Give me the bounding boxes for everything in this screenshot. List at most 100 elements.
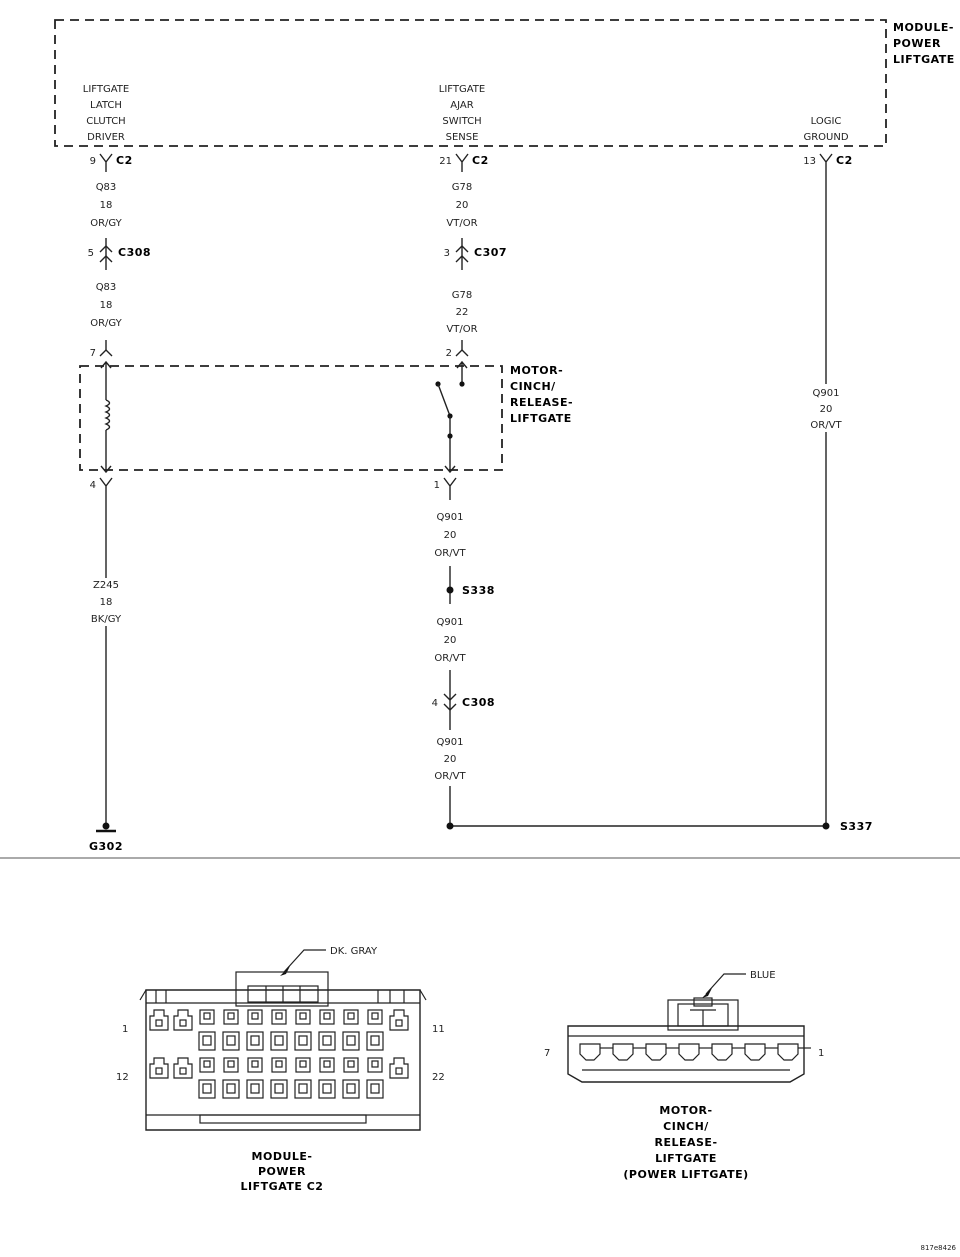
wire-q901-right-1: Q901	[813, 388, 840, 399]
wire-q901-b-2: 20	[444, 635, 457, 646]
svg-text:G302: G302	[89, 840, 123, 853]
motor-title-3: RELEASE-	[510, 396, 573, 409]
motor-connector-face: BLUE 7 1	[544, 970, 824, 1083]
figure-id: 817e8426	[921, 1244, 957, 1252]
wire-q83-a-1: Q83	[96, 182, 117, 193]
splice-s338: S338	[446, 584, 495, 597]
junction-dot	[446, 822, 454, 830]
q901-c-label-bg	[428, 734, 472, 780]
motor-cavity	[678, 1043, 712, 1061]
wire-z245-3: BK/GY	[91, 614, 122, 625]
wire-z245-2: 18	[100, 597, 113, 608]
motor-cavity	[645, 1043, 679, 1061]
pin-name-ajar-1: LIFTGATE	[439, 84, 485, 95]
wire-q901-a-2: 20	[444, 530, 457, 541]
motor-pin-2: 2	[446, 340, 469, 359]
motor-title-1: MOTOR-	[510, 364, 563, 377]
wire-g78-b-3: VT/OR	[446, 324, 477, 335]
q901-right-label-bg	[808, 384, 848, 432]
pin-name-ground-1: LOGIC	[811, 116, 842, 127]
wire-q83-b-1: Q83	[96, 282, 117, 293]
wire-g78-b-1: G78	[452, 290, 472, 301]
svg-text:2: 2	[446, 348, 452, 359]
c2-cavity	[294, 1009, 312, 1051]
c308-left-connector: 5 C308	[88, 238, 151, 270]
svg-text:C2: C2	[116, 154, 133, 167]
svg-text:9: 9	[90, 156, 96, 167]
ground-g302: G302	[89, 822, 123, 853]
c2-cavity	[270, 1057, 288, 1099]
pin-name-ajar-3: SWITCH	[442, 116, 481, 127]
c2-cavity	[366, 1057, 384, 1099]
svg-text:DK. GRAY: DK. GRAY	[330, 946, 378, 957]
c2-cavities	[149, 1009, 409, 1099]
pin-name-latch-1: LIFTGATE	[83, 84, 129, 95]
svg-text:3: 3	[444, 248, 450, 259]
wire-q83-b-2: 18	[100, 300, 113, 311]
wire-q901-b-3: OR/VT	[434, 653, 466, 664]
c308-mid-connector: 4 C308	[432, 670, 495, 730]
c2-cavity	[149, 1009, 169, 1031]
svg-text:S337: S337	[840, 820, 873, 833]
c2-cavity	[366, 1009, 384, 1051]
c2-cavity	[270, 1009, 288, 1051]
svg-text:1: 1	[434, 480, 440, 491]
wire-g78-b-2: 22	[456, 307, 469, 318]
module-power-liftgate-box	[54, 19, 887, 147]
wire-z245-1: Z245	[93, 580, 119, 591]
svg-text:1: 1	[818, 1048, 824, 1059]
svg-text:S338: S338	[462, 584, 495, 597]
motor-conn-label-1: MOTOR-	[659, 1104, 712, 1117]
motor-title-2: CINCH/	[510, 380, 556, 393]
c2-cavity	[222, 1009, 240, 1051]
c2-cavity	[173, 1009, 193, 1031]
svg-text:7: 7	[90, 348, 96, 359]
c2-cavity	[318, 1009, 336, 1051]
wire-q83-b-3: OR/GY	[90, 318, 122, 329]
c2-cavity	[342, 1009, 360, 1051]
c2-cavity	[318, 1057, 336, 1099]
c2-label-2: POWER	[258, 1165, 306, 1178]
c2-cavity	[222, 1057, 240, 1099]
c2-cavity	[342, 1057, 360, 1099]
wire-q901-c-2: 20	[444, 754, 457, 765]
pin-name-latch-4: DRIVER	[87, 132, 125, 143]
svg-text:C2: C2	[836, 154, 853, 167]
motor-cavity	[612, 1043, 646, 1061]
wire-q901-a-3: OR/VT	[434, 548, 466, 559]
svg-text:C2: C2	[472, 154, 489, 167]
module-title-line2: POWER	[893, 37, 941, 50]
module-c2-connector-face: DK. GRAY 1 11 12 22	[116, 946, 445, 1131]
c2-cavity	[173, 1057, 193, 1079]
motor-coil	[100, 360, 112, 474]
wire-g78-a-2: 20	[456, 200, 469, 211]
motor-pin-1: 1	[434, 477, 457, 500]
motor-pin-7: 7	[90, 340, 113, 359]
motor-conn-label-4: LIFTGATE	[655, 1152, 717, 1165]
wire-q901-a-1: Q901	[437, 512, 464, 523]
module-pin-13: 13 C2	[803, 153, 853, 172]
svg-text:12: 12	[116, 1072, 129, 1083]
c2-cavity	[389, 1009, 409, 1031]
svg-text:C307: C307	[474, 246, 507, 259]
c2-cavity	[246, 1057, 264, 1099]
wire-q901-c-3: OR/VT	[434, 771, 466, 782]
motor-cavity	[579, 1043, 613, 1061]
svg-text:21: 21	[439, 156, 452, 167]
svg-text:BLUE: BLUE	[750, 970, 776, 981]
pin-name-latch-2: LATCH	[90, 100, 122, 111]
motor-conn-label-5: (POWER LIFTGATE)	[623, 1168, 748, 1181]
motor-cinch-release-box	[79, 365, 503, 471]
module-title-line1: MODULE-	[893, 21, 954, 34]
svg-text:C308: C308	[462, 696, 495, 709]
motor-cavity	[777, 1043, 811, 1061]
wire-q901-b-1: Q901	[437, 617, 464, 628]
motor-cavity	[711, 1043, 745, 1061]
pin-name-latch-3: CLUTCH	[86, 116, 125, 127]
module-title-line3: LIFTGATE	[893, 53, 955, 66]
module-pin-21: 21 C2	[439, 153, 489, 172]
svg-text:1: 1	[122, 1024, 128, 1035]
c2-label-1: MODULE-	[252, 1150, 313, 1163]
wire-q901-right-3: OR/VT	[810, 420, 842, 431]
splice-s337: S337	[822, 820, 873, 833]
